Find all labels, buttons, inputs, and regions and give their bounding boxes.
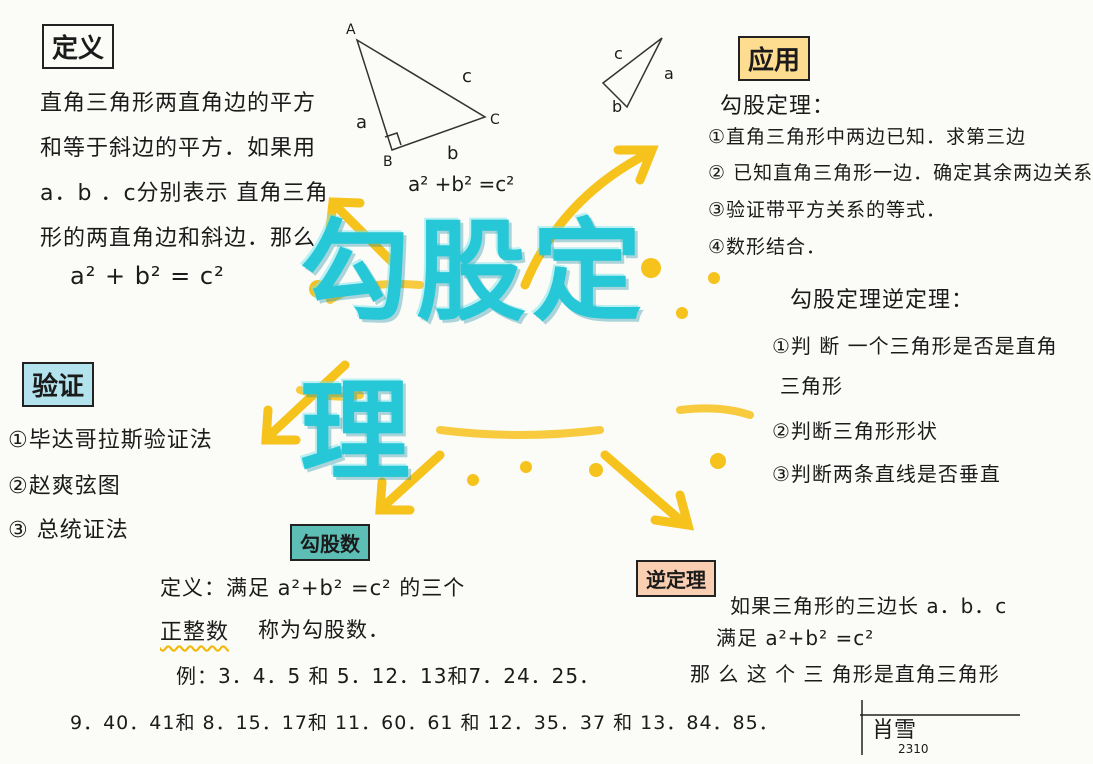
triples-emphasis: 正整数 xyxy=(160,620,230,645)
signature-name: 肖雪 xyxy=(872,718,917,743)
arrow-left-head xyxy=(261,405,301,445)
side-a-label: a xyxy=(356,112,368,133)
side-b-label: b xyxy=(447,143,459,164)
arrow-left xyxy=(265,360,350,440)
vertex-c-label: C xyxy=(490,112,500,128)
converse-line: 那 么 这 个 三 角形是直角三角形 xyxy=(690,662,1000,686)
arrow-down-right-head xyxy=(650,490,695,531)
application-item: ② 已知直角三角形一边．确定其余两边关系 xyxy=(708,162,1093,184)
application-heading: 应用 xyxy=(738,36,811,81)
converse-subtitle: 勾股定理逆定理： xyxy=(790,288,975,313)
small-side-b-label: b xyxy=(612,97,623,116)
definition-line: a．b ．c分别表示 直角三角 xyxy=(40,181,329,206)
proof-item: ①毕达哥拉斯验证法 xyxy=(8,428,213,453)
definition-heading: 定义 xyxy=(42,24,115,69)
triples-example: 例：3．4．5 和 5．12．13和7．24．25． xyxy=(176,664,601,688)
application-item: ③验证带平方关系的等式． xyxy=(708,199,947,221)
converse-item: ③判断两条直线是否垂直 xyxy=(772,462,1001,486)
triples-definition-tail: 称为勾股数． xyxy=(258,618,390,642)
vertex-b-label: B xyxy=(383,154,393,170)
proof-heading: 验证 xyxy=(22,362,95,407)
application-item: ④数形结合． xyxy=(708,236,827,258)
definition-line: 和等于斜边的平方．如果用 xyxy=(40,136,317,161)
triples-heading: 勾股数 xyxy=(290,524,370,561)
definition-line: 直角三角形两直角边的平方 xyxy=(40,91,317,116)
converse-item: ②判断三角形形状 xyxy=(772,419,938,443)
large-triangle xyxy=(355,38,487,151)
definition-formula: a² + b² = c² xyxy=(70,262,225,290)
converse-item: ①判 断 一个三角形是否是直角 xyxy=(772,334,1058,358)
arrow-down-right xyxy=(600,450,685,525)
application-item: ①直角三角形中两边已知．求第三边 xyxy=(708,126,1027,148)
application-subtitle: 勾股定理： xyxy=(720,94,836,119)
arrow-down-left-head xyxy=(375,477,415,515)
converse-item: 三角形 xyxy=(780,374,843,398)
triples-example: 9．40．41和 8．15．17和 11．60．61 和 12．35．37 和 … xyxy=(70,712,779,734)
signature-code: 2310 xyxy=(898,742,929,756)
pythagorean-formula: a² +b² =c² xyxy=(408,172,515,196)
proof-item: ③ 总统证法 xyxy=(8,518,129,543)
vertex-a-label: A xyxy=(346,22,356,38)
side-c-label: c xyxy=(462,66,472,87)
arrow-up-left-head xyxy=(325,197,365,235)
arrow-up-left xyxy=(330,200,400,270)
converse-line: 满足 a²+b² =c² xyxy=(716,626,875,650)
arrow-up-right-head xyxy=(613,145,659,185)
arrow-up-right xyxy=(520,150,650,290)
small-side-a-label: a xyxy=(664,64,674,83)
converse-line: 如果三角形的三边长 a．b．c xyxy=(730,594,1008,618)
central-title: 勾股定理 xyxy=(300,207,648,496)
triples-definition: 定义：满足 a²+b² =c² 的三个 xyxy=(160,576,466,600)
definition-line: 形的两直角边和斜边．那么 xyxy=(40,226,317,251)
small-triangle xyxy=(601,37,663,109)
small-side-c-label: c xyxy=(614,44,623,63)
proof-item: ②赵爽弦图 xyxy=(8,474,121,499)
converse-heading: 逆定理 xyxy=(636,560,716,597)
arrow-down-left xyxy=(380,450,445,510)
